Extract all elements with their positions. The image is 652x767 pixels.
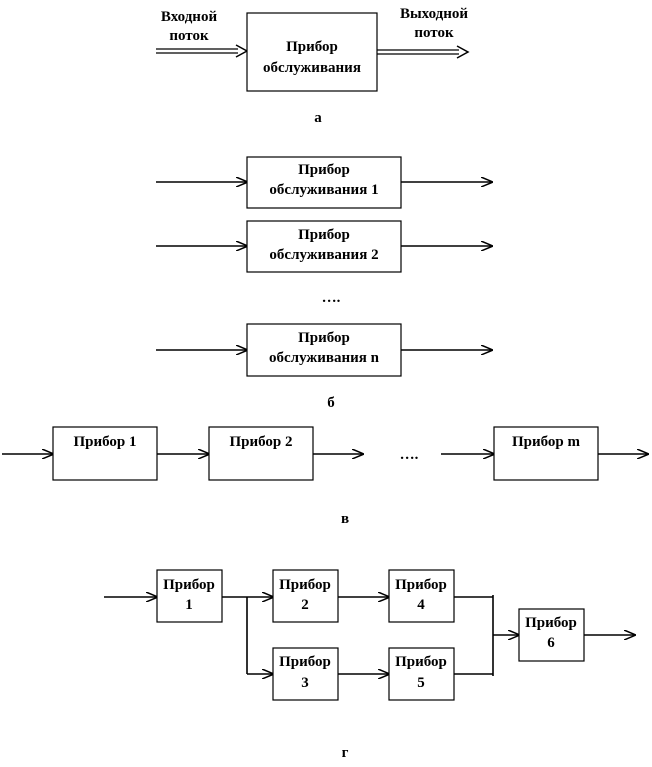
panel-v: Прибор 1 Прибор 2 …. Прибор m в [2,426,648,527]
net-device-6-line1: Прибор [525,615,577,631]
panel-g: Прибор 1 Прибор 2 Прибор 4 Прибор 3 Приб… [104,569,635,761]
service-device-2-box [246,220,402,273]
output-flow-arrow [377,45,470,59]
net-device-1-line2: 1 [185,597,193,613]
caption-g: г [342,745,349,761]
output-flow-label-line1: Выходной [400,6,468,22]
net-device-3-line1: Прибор [279,654,331,670]
caption-b: б [327,395,335,411]
device-m-box [493,426,599,481]
service-device-box [246,12,378,92]
device-2-label: Прибор 2 [229,434,292,450]
service-device-1-line2: обслуживания 1 [269,182,378,198]
service-device-label-line1: Прибор [286,39,338,55]
device-1-label: Прибор 1 [73,434,136,450]
device-m-label: Прибор m [512,434,581,450]
net-device-5-box [388,647,455,701]
caption-a: а [314,110,322,126]
ellipsis-b: …. [322,290,341,306]
net-device-2-line1: Прибор [279,577,331,593]
service-device-n-line1: Прибор [298,330,350,346]
net-device-3-line2: 3 [301,675,309,691]
net-device-6-line2: 6 [547,635,555,651]
device-2-box [208,426,314,481]
net-device-5-line2: 5 [417,675,425,691]
service-device-2-line2: обслуживания 2 [269,247,378,263]
caption-v: в [341,511,349,527]
service-device-label-line2: обслуживания [263,60,361,76]
ellipsis-v: …. [400,447,419,463]
net-device-3-box [272,647,339,701]
net-device-2-line2: 2 [301,597,309,613]
net-device-4-line2: 4 [417,597,425,613]
net-device-6-box [518,608,585,662]
input-flow-label-line1: Входной [161,9,218,25]
service-device-1-box [246,156,402,209]
device-1-box [52,426,158,481]
panel-a: Входной поток Прибор обслуживания Выходн… [156,6,470,126]
net-device-5-line1: Прибор [395,654,447,670]
net-device-4-line1: Прибор [395,577,447,593]
net-device-1-line1: Прибор [163,577,215,593]
net-device-1-box [156,569,223,623]
service-device-2-line1: Прибор [298,227,350,243]
service-device-n-box [246,323,402,377]
input-flow-label-line2: поток [169,28,209,44]
service-device-n-line2: обслуживания n [269,350,380,366]
service-device-1-line1: Прибор [298,162,350,178]
panel-b: Прибор обслуживания 1 Прибор обслуживани… [156,156,492,411]
net-device-4-box [388,569,455,623]
output-flow-label-line2: поток [414,25,454,41]
net-device-2-box [272,569,339,623]
input-flow-arrow [156,44,249,58]
